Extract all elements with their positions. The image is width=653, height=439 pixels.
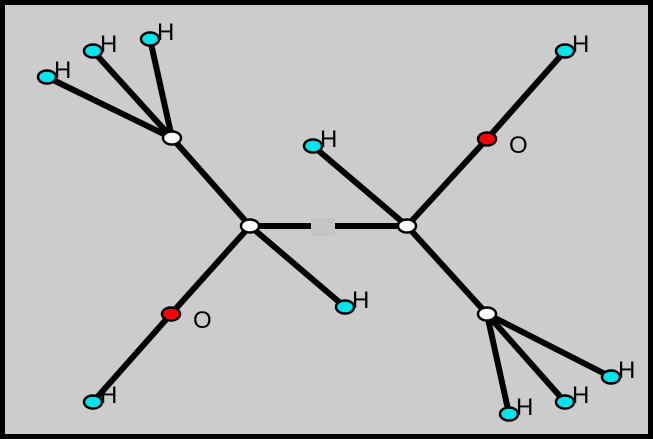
bond-marker [311,218,335,236]
bond-O1-H4 [90,312,174,404]
bond-C1-H3 [147,38,175,139]
hydrogen-label: H [618,357,635,384]
bond-C1-H1 [45,74,174,141]
bond-C4-H8 [485,311,613,380]
bond-C3-C4 [404,223,490,317]
hydrogen-label: H [100,31,117,58]
hydrogen-atom-H6[interactable] [302,138,324,154]
carbon-atom-C1[interactable] [161,130,183,146]
bond-C3-H6 [311,143,409,229]
bond-C3-O2 [404,136,490,229]
hydrogen-atom-H9[interactable] [554,394,576,410]
oxygen-label: O [193,307,212,334]
hydrogen-label: H [54,57,71,84]
hydrogen-atom-H5[interactable] [334,299,356,315]
bond-O2-H7 [484,49,568,141]
hydrogen-atom-H1[interactable] [36,69,58,85]
bond-C4-H10 [484,313,512,415]
hydrogen-atom-H4[interactable] [82,394,104,410]
hydrogen-atom-H10[interactable] [498,406,520,422]
hydrogen-label: H [320,126,337,153]
hydrogen-label: H [157,19,174,46]
hydrogen-atom-H7[interactable] [554,43,576,59]
hydrogen-label: H [516,394,533,421]
hydrogen-label: H [100,382,117,409]
carbon-atom-C2[interactable] [239,218,261,234]
hydrogen-atom-H3[interactable] [139,31,161,47]
hydrogen-label: H [572,382,589,409]
bond-C2-O1 [168,223,253,317]
hydrogen-label: H [572,31,589,58]
carbon-atom-C4[interactable] [476,306,498,322]
carbon-atom-C3[interactable] [396,218,418,234]
oxygen-label: O [509,132,528,159]
hydrogen-atom-H8[interactable] [600,369,622,385]
bond-C1-C2 [169,136,253,228]
oxygen-atom-O2[interactable] [476,131,498,147]
bond-C2-H5 [248,223,347,310]
hydrogen-atom-H2[interactable] [82,43,104,59]
bond-C1-H2 [90,48,175,141]
bond-C4-H9 [484,312,568,404]
hydrogen-label: H [352,287,369,314]
oxygen-atom-O1[interactable] [160,306,182,322]
